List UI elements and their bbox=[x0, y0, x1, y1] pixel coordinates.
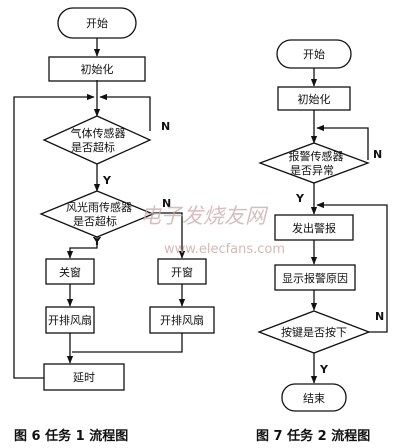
watermark: 电子发烧友网 www.elecfans.com bbox=[140, 204, 285, 257]
figure-6-labels: 开始 初始化 气体传感器 是否超标 风光雨传感器 是否超标 关窗 开窗 开排风扇… bbox=[14, 16, 204, 444]
key-decision-label: 按键是否按下 bbox=[281, 325, 347, 339]
edge-delay-loop bbox=[13, 93, 95, 379]
alarm-decision-line-1: 报警传感器 bbox=[289, 149, 344, 163]
wind-decision-line-1: 风光雨传感器 bbox=[66, 200, 132, 214]
edge-wind-yes bbox=[66, 237, 98, 259]
node-close-window bbox=[45, 258, 95, 285]
node7-start-label: 开始 bbox=[303, 47, 325, 61]
edge7-alarm-no-loop bbox=[316, 124, 369, 160]
node-init bbox=[48, 56, 146, 82]
edge-wind-no bbox=[153, 212, 186, 259]
wind-yes-label: Y bbox=[92, 235, 102, 248]
alarm-yes-label: Y bbox=[295, 192, 305, 205]
node7-alarm bbox=[274, 214, 354, 241]
alarm-decision-line-2: 是否异常 bbox=[290, 164, 334, 177]
node-fan-right bbox=[149, 306, 215, 334]
edge-right-fan-merge bbox=[72, 333, 183, 353]
figure-6-caption: 图 6 任务 1 流程图 bbox=[14, 428, 128, 444]
fan-right-label: 开排风扇 bbox=[160, 313, 204, 327]
edge7-key-no-loop bbox=[316, 201, 388, 333]
wind-no-label: N bbox=[162, 197, 171, 210]
figure-7-flowchart bbox=[257, 39, 388, 412]
watermark-text: 电子发烧友网 bbox=[140, 204, 269, 228]
alarm-label: 发出警报 bbox=[292, 221, 336, 235]
open-window-label: 开窗 bbox=[171, 265, 193, 279]
figure-7-caption: 图 7 任务 2 流程图 bbox=[256, 428, 370, 444]
delay-label: 延时 bbox=[73, 371, 95, 384]
node7-init-label: 初始化 bbox=[298, 92, 331, 106]
watermark-url: www.elecfans.com bbox=[164, 242, 285, 257]
node7-end bbox=[281, 383, 347, 412]
node-fan-left bbox=[45, 306, 95, 334]
gas-decision-line-1: 气体传感器 bbox=[71, 126, 126, 140]
fan-left-label: 开排风扇 bbox=[48, 313, 92, 327]
gas-no-label: N bbox=[161, 120, 170, 133]
node-wind-decision bbox=[39, 190, 155, 238]
node-init-label: 初始化 bbox=[81, 62, 114, 76]
node7-end-label: 结束 bbox=[303, 392, 325, 405]
edge-gas-no-loop bbox=[99, 93, 151, 131]
node7-start bbox=[276, 39, 352, 69]
node7-show-reason bbox=[274, 264, 356, 291]
node-start-label: 开始 bbox=[86, 16, 108, 30]
wind-decision-line-2: 是否超标 bbox=[73, 214, 117, 228]
key-no-label: N bbox=[375, 310, 384, 323]
show-reason-label: 显示报警原因 bbox=[282, 271, 348, 285]
close-window-label: 关窗 bbox=[59, 265, 81, 279]
gas-yes-label: Y bbox=[102, 174, 112, 187]
node-delay bbox=[43, 363, 125, 391]
node-open-window bbox=[157, 258, 207, 285]
node7-key-decision bbox=[257, 310, 371, 354]
alarm-no-label: N bbox=[373, 148, 382, 161]
node7-init bbox=[277, 86, 351, 111]
node-start bbox=[57, 7, 137, 39]
key-yes-label: Y bbox=[319, 363, 329, 376]
gas-decision-line-2: 是否超标 bbox=[71, 140, 115, 154]
figure-6-flowchart bbox=[13, 7, 215, 391]
node-gas-decision bbox=[42, 115, 152, 165]
figure-7-labels: 开始 初始化 报警传感器 是否异常 发出警报 显示报警原因 按键是否按下 结束 … bbox=[256, 47, 384, 444]
node7-alarm-decision bbox=[258, 142, 370, 184]
